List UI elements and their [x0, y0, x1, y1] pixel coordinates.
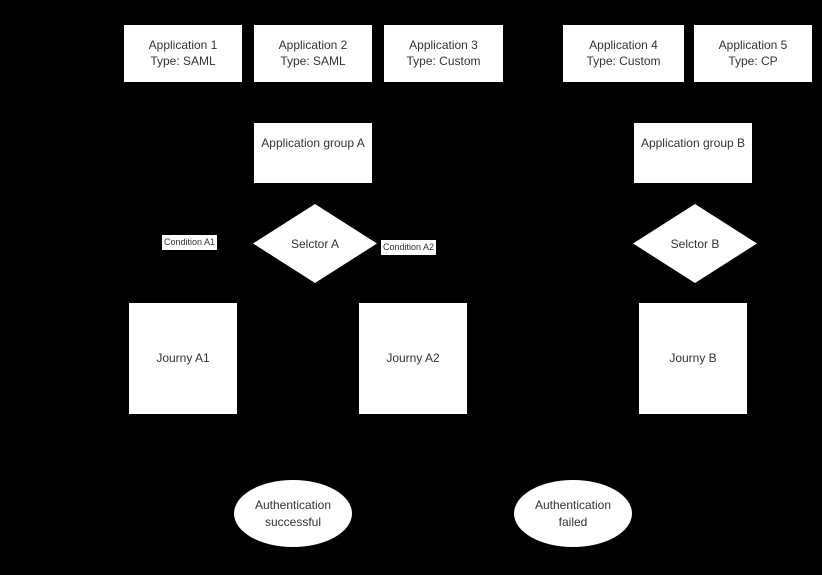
application-box-4[interactable]: Application 4 Type: Custom	[563, 25, 684, 82]
journey-box-a1[interactable]: Journy A1	[129, 303, 237, 414]
condition-label-a2: Condition A2	[381, 240, 437, 255]
application-box-3[interactable]: Application 3 Type: Custom	[384, 25, 503, 82]
outcome-failed-label: Authentication failed	[534, 498, 612, 529]
outcome-successful-label: Authentication successful	[254, 498, 332, 529]
application-group-a-label: Application group A	[261, 136, 365, 151]
selector-diamond-a[interactable]: Selctor A	[253, 204, 377, 283]
journey-a2-label: Journy A2	[386, 350, 440, 365]
condition-a1-text: Condition A1	[164, 237, 216, 247]
application-box-5[interactable]: Application 5 Type: CP	[694, 25, 812, 82]
application-group-box-a[interactable]: Application group A	[254, 123, 372, 183]
outcome-ellipse-authentication-failed[interactable]: Authentication failed	[514, 480, 632, 547]
selector-diamond-b[interactable]: Selctor B	[633, 204, 757, 283]
application-box-4-label: Application 4 Type: Custom	[586, 37, 661, 68]
journey-a1-label: Journy A1	[156, 350, 210, 365]
application-box-2-label: Application 2 Type: SAML	[278, 37, 348, 68]
application-box-3-label: Application 3 Type: Custom	[406, 37, 481, 68]
application-box-5-label: Application 5 Type: CP	[718, 37, 788, 68]
condition-label-a1: Condition A1	[162, 235, 218, 250]
journey-b-label: Journy B	[669, 350, 717, 365]
application-box-2[interactable]: Application 2 Type: SAML	[254, 25, 372, 82]
application-box-1[interactable]: Application 1 Type: SAML	[124, 25, 242, 82]
application-box-1-label: Application 1 Type: SAML	[148, 37, 218, 68]
application-group-b-label: Application group B	[640, 136, 746, 151]
journey-box-a2[interactable]: Journy A2	[359, 303, 467, 414]
application-group-box-b[interactable]: Application group B	[634, 123, 752, 183]
condition-a2-text: Condition A2	[383, 242, 435, 252]
outcome-ellipse-authentication-successful[interactable]: Authentication successful	[234, 480, 352, 547]
journey-box-b[interactable]: Journy B	[639, 303, 747, 414]
